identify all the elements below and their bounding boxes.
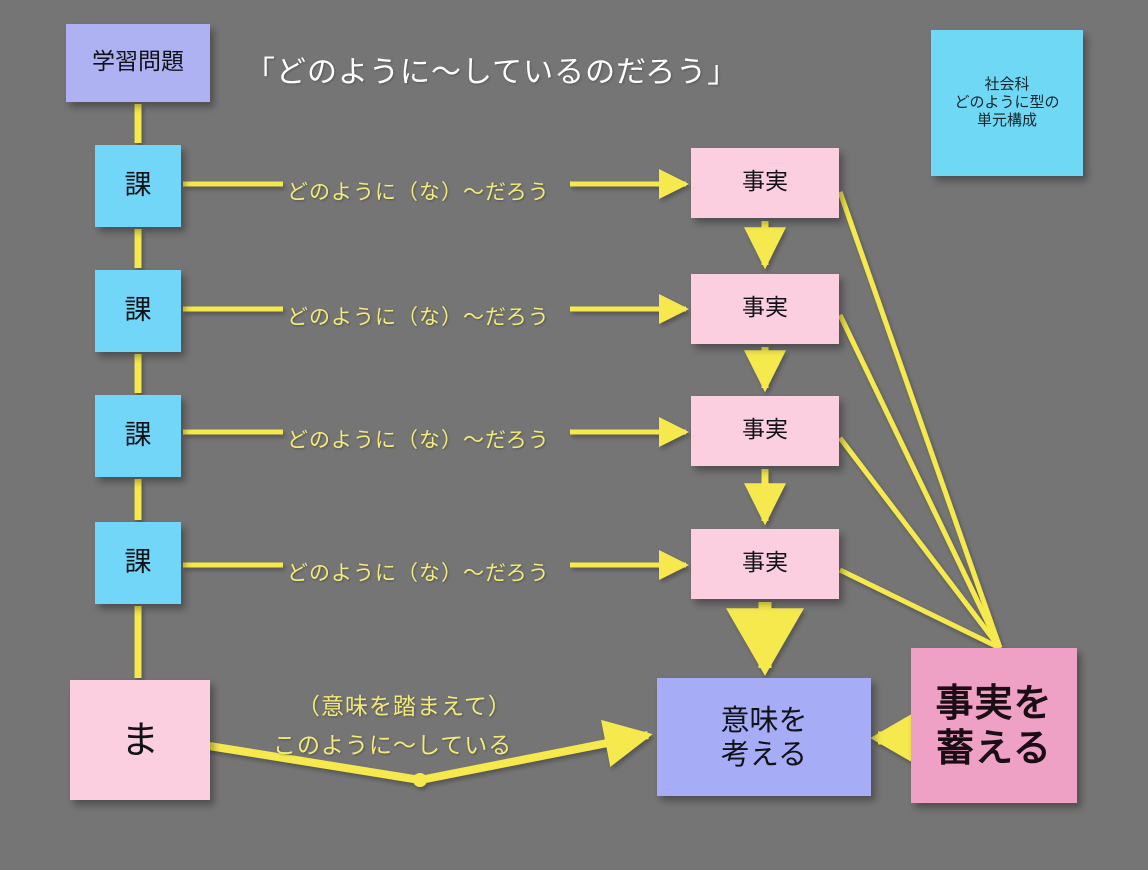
node-matome[interactable]: ま — [70, 680, 210, 800]
edge-label-kono-you-ni: このように～している — [273, 733, 513, 759]
edge-label-dono-you-ni-2: どのように（な）～だろう — [287, 305, 550, 329]
edge-label-dono-you-ni-4: どのように（な）～だろう — [287, 561, 550, 585]
edge-label-dono-you-ni-3: どのように（な）～だろう — [287, 428, 550, 452]
node-ka-2[interactable]: 課 — [95, 270, 181, 352]
edge-label-imi-wo-fumaete: （意味を踏まえて） — [297, 694, 512, 720]
node-gakushu-mondai[interactable]: 学習問題 — [66, 24, 210, 102]
ka-to-jijitsu-arrows — [183, 169, 689, 580]
page-title: 「どのように～しているのだろう」 — [245, 55, 739, 90]
node-jijitsu-3[interactable]: 事実 — [691, 396, 839, 466]
node-jijitsu-2[interactable]: 事実 — [691, 274, 839, 344]
jijitsu-to-chikuseki-lines — [837, 191, 1003, 651]
edge-label-dono-you-ni-1: どのように（な）～だろう — [287, 180, 550, 204]
node-ka-4[interactable]: 課 — [95, 522, 181, 604]
node-jijitsu-1[interactable]: 事実 — [691, 148, 839, 218]
node-jijitsu-wo-takuwaeru[interactable]: 事実を 蓄える — [911, 648, 1077, 803]
node-imi-wo-kangaeru[interactable]: 意味を 考える — [657, 678, 871, 796]
node-ka-3[interactable]: 課 — [95, 395, 181, 477]
node-jijitsu-4[interactable]: 事実 — [691, 529, 839, 599]
node-ka-1[interactable]: 課 — [95, 145, 181, 227]
sticky-note-title: 社会科 どのように型の 単元構成 — [931, 30, 1083, 176]
